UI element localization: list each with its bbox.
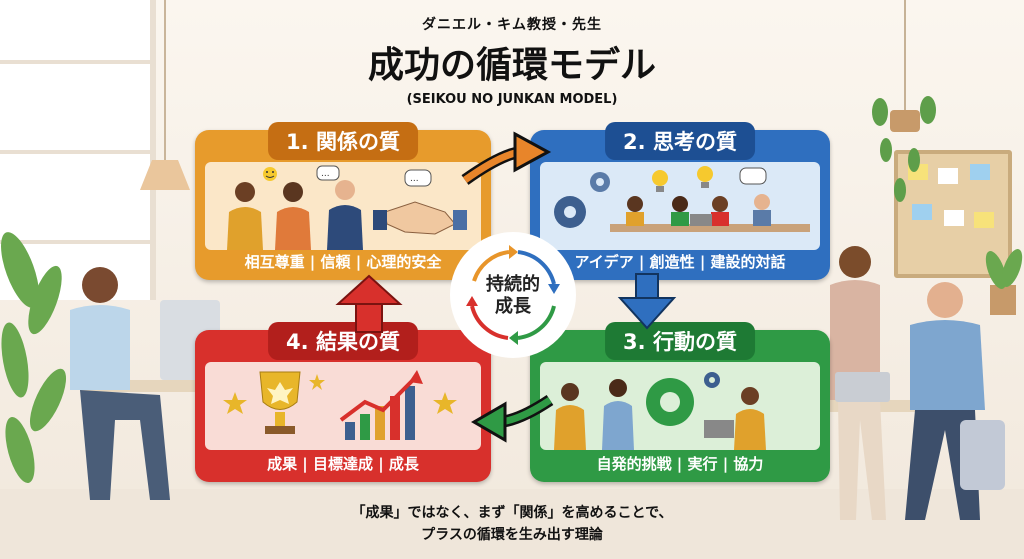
person-icon: [671, 196, 689, 226]
center-circle: 持続的 成長: [454, 236, 572, 354]
lightbulb-icon: [652, 170, 668, 192]
caption-line-2: プラスの循環を生み出す理論: [421, 527, 603, 543]
handshake-icon: [373, 201, 467, 235]
star-icon: [433, 392, 457, 414]
sticky-note: [974, 212, 994, 228]
gear-icon: [554, 196, 586, 228]
card-illustration: [540, 362, 820, 450]
speech-bubble-icon: [739, 167, 767, 185]
title-block: ダニエル・キム教授・先生 成功の循環モデル (SEIKOU NO JUNKAN …: [0, 14, 1024, 107]
laptop-icon: [704, 420, 734, 438]
sticky-note: [944, 210, 964, 226]
person-icon: [275, 182, 311, 250]
person-icon: [753, 194, 771, 226]
gear-icon: [704, 372, 720, 388]
window-bar: [0, 150, 150, 154]
gear-icon: [590, 172, 610, 192]
caption-line-1: 「成果」ではなく、まず「関係」を高めることで、: [351, 505, 673, 521]
star-icon: [223, 392, 247, 414]
center-line-2: 成長: [495, 296, 531, 317]
smiley-icon: [263, 167, 277, 181]
card-label: 1. 関係の質: [268, 122, 418, 160]
romaji-title: (SEIKOU NO JUNKAN MODEL): [406, 92, 618, 107]
person-icon: [734, 387, 766, 450]
person-icon: [327, 180, 363, 250]
sticky-note: [970, 164, 990, 180]
window-bar: [0, 60, 150, 64]
person-icon: [227, 182, 263, 250]
subtitle: ダニエル・キム教授・先生: [422, 17, 602, 33]
card-label: 3. 行動の質: [605, 322, 755, 360]
page-title: 成功の循環モデル: [367, 45, 656, 86]
potted-plant-icon: [985, 249, 1023, 315]
star-icon: [309, 374, 325, 390]
speech-bubble-icon: ...: [404, 169, 432, 187]
person-icon: [711, 196, 729, 226]
card-thinking-quality: 2. 思考の質 アイデア | 創造性 | 建設的対話: [530, 122, 830, 280]
person-icon: [602, 379, 634, 450]
gear-icon: [646, 378, 694, 426]
cycle-ring-icon: [466, 245, 560, 345]
sticky-note: [912, 204, 932, 220]
lightbulb-icon: [697, 166, 713, 188]
center-label: 持続的 成長: [454, 274, 572, 318]
card-illustration: [205, 362, 481, 450]
card-action-quality: 3. 行動の質 自発的挑戦 | 実行 | 協力: [530, 322, 830, 482]
card-tags: 成果 | 目標達成 | 成長: [267, 455, 419, 473]
svg-text:...: ...: [410, 174, 419, 184]
caption: 「成果」ではなく、まず「関係」を高めることで、 プラスの循環を生み出す理論: [0, 502, 1024, 546]
plant-icon: [1, 232, 67, 483]
svg-text:...: ...: [321, 169, 330, 179]
trophy-icon: [259, 371, 301, 434]
hanging-plant-icon: [872, 96, 936, 202]
growth-chart-icon: [339, 370, 423, 440]
lamp-icon: [140, 160, 190, 190]
card-result-quality: 4. 結果の質 成果 | 目標達成 | 成長: [195, 322, 491, 482]
window-bar: [0, 240, 150, 244]
card-label: 4. 結果の質: [268, 322, 418, 360]
card-tags: 相互尊重 | 信頼 | 心理的安全: [244, 253, 442, 271]
sticky-note: [938, 168, 958, 184]
person-icon: [626, 196, 644, 226]
center-line-1: 持続的: [486, 274, 540, 295]
speech-bubble-icon: ...: [316, 165, 340, 181]
card-illustration: ... ...: [205, 162, 481, 250]
card-tags: アイデア | 創造性 | 建設的対話: [574, 253, 786, 271]
person-icon: [554, 383, 586, 450]
people-right-figures: [830, 246, 1005, 520]
card-illustration: [540, 162, 820, 250]
card-tags: 自発的挑戦 | 実行 | 協力: [596, 455, 764, 473]
card-relationship-quality: 1. 関係の質 ... ... 相互尊重 | 信頼 | 心理的安全: [195, 122, 491, 280]
laptop-icon: [690, 214, 712, 226]
arrow-4-to-1: [355, 299, 383, 333]
card-label: 2. 思考の質: [605, 122, 755, 160]
